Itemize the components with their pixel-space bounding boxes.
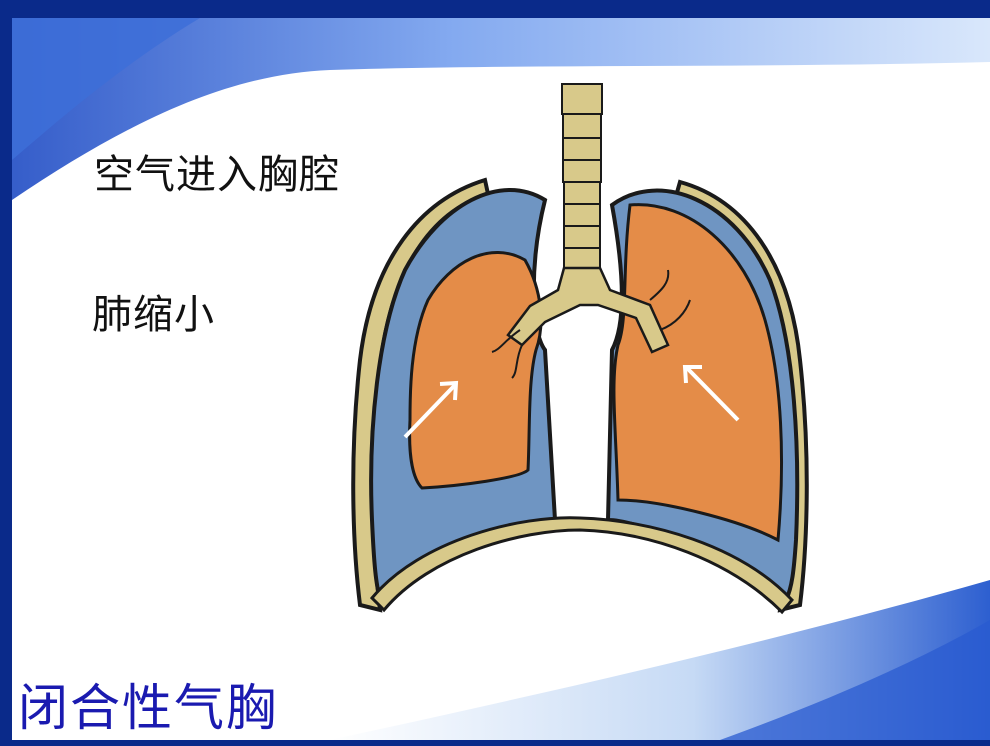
slide-title: 闭合性气胸 bbox=[18, 668, 278, 740]
trachea bbox=[562, 84, 602, 270]
caption-air-enters-chest: 空气进入胸腔 bbox=[94, 142, 340, 200]
caption-lung-shrinks: 肺缩小 bbox=[92, 282, 215, 340]
